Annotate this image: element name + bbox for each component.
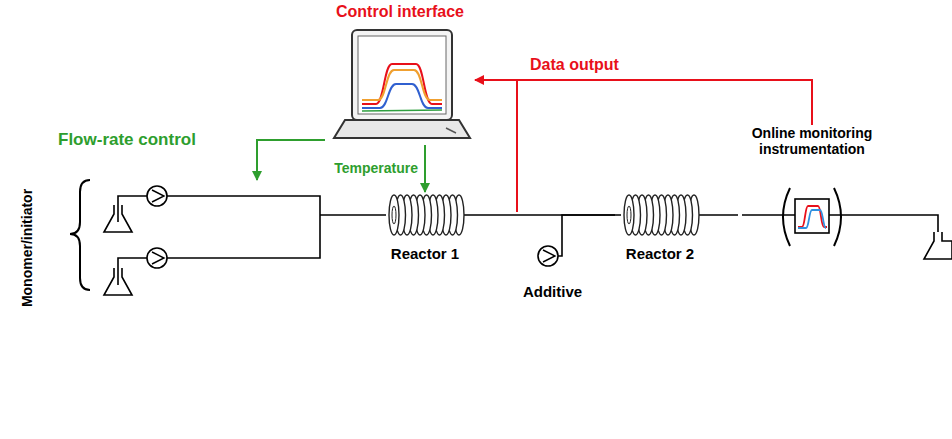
pump-mark xyxy=(152,190,164,202)
flow-pipe xyxy=(330,214,380,216)
laptop-screen xyxy=(358,36,446,114)
group-label: Monomer/initiator xyxy=(19,188,35,306)
edge-label: Data output xyxy=(530,56,619,74)
edge-label: Flow-rate control xyxy=(58,130,196,150)
flask xyxy=(924,232,952,259)
signal-arrow xyxy=(475,80,812,125)
reactor-coils xyxy=(389,195,699,235)
bracket xyxy=(783,188,790,246)
signal-arrow xyxy=(257,140,325,180)
laptop-base xyxy=(334,120,470,138)
bracket xyxy=(834,188,841,246)
pump-mark xyxy=(152,252,164,264)
screen-trace xyxy=(362,110,442,111)
pump xyxy=(538,246,558,266)
flow-pipe xyxy=(705,214,738,216)
node-label: Additive xyxy=(523,283,582,300)
laptop-lid xyxy=(352,30,452,120)
pipe xyxy=(167,196,330,258)
screen-trace xyxy=(362,84,442,108)
additive-pump: Additive xyxy=(515,238,590,300)
pipe xyxy=(118,196,147,222)
flow-pipe xyxy=(562,215,615,238)
bracket xyxy=(70,180,90,290)
coil-winding xyxy=(624,195,634,235)
data-line xyxy=(516,80,518,212)
reactor-coil: Reactor 1 xyxy=(380,192,470,262)
pump-mark xyxy=(543,250,555,262)
node-label: Online monitoring instrumentation xyxy=(742,125,882,157)
coil-bore xyxy=(392,206,396,224)
node-label: Control interface xyxy=(336,3,464,21)
reactor-coil: Reactor 2 xyxy=(615,192,705,262)
laptop xyxy=(334,30,470,138)
pump xyxy=(147,248,167,268)
pipe xyxy=(118,258,147,285)
detector-trace xyxy=(798,210,826,228)
node-label: Reactor 2 xyxy=(626,245,694,262)
coil-winding xyxy=(389,195,399,235)
edge-label: Temperature xyxy=(334,160,418,176)
coil-bore xyxy=(627,206,631,224)
detector-box xyxy=(795,199,829,233)
control-laptop: Control interface xyxy=(325,3,475,145)
detector-trace xyxy=(798,206,827,227)
node-label: Reactor 1 xyxy=(391,245,459,262)
signal-arrow xyxy=(424,145,426,192)
monitor-unit: Online monitoring instrumentation xyxy=(738,125,886,250)
feed-group: Monomer/initiator xyxy=(5,180,330,315)
pipe xyxy=(558,238,562,256)
pump xyxy=(147,186,167,206)
stylus xyxy=(446,128,456,133)
